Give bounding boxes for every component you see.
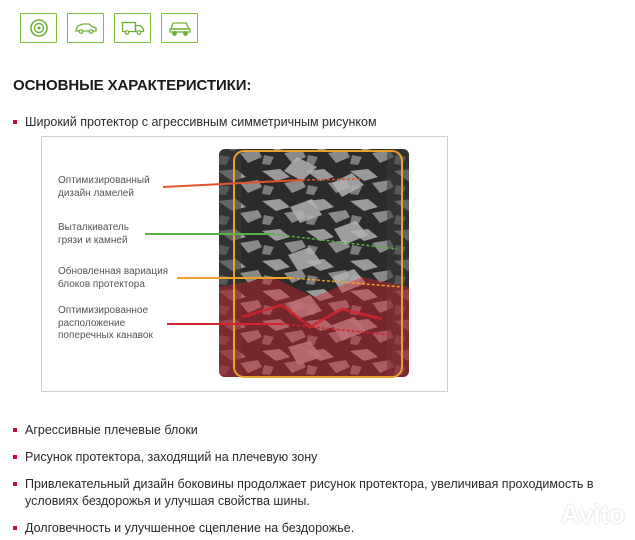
- tyre-category-button[interactable]: [20, 13, 57, 43]
- feature-bullet: Агрессивные плечевые блоки: [13, 422, 198, 439]
- car-category-button[interactable]: [67, 13, 104, 43]
- section-title: ОСНОВНЫЕ ХАРАКТЕРИСТИКИ:: [13, 77, 252, 94]
- tyre-tread-illustration: Оптимизированный дизайн ламелей Выталкив…: [41, 136, 448, 392]
- tyre-label-sipes: Оптимизированный дизайн ламелей: [58, 175, 150, 199]
- feature-bullet: Долговечность и улучшенное сцепление на …: [13, 520, 354, 537]
- feature-bullet: Рисунок протектора, заходящий на плечеву…: [13, 449, 317, 466]
- tyre-label-grooves: Оптимизированное расположение поперечных…: [58, 305, 153, 341]
- car-icon: [74, 23, 97, 34]
- avito-watermark-text: Avito: [560, 499, 625, 529]
- tyre-label-tread-blocks: Обновленная вариация блоков протектора: [58, 266, 169, 290]
- suv-category-button[interactable]: [161, 13, 198, 43]
- truck-icon: [121, 21, 144, 35]
- avito-watermark: Avito: [531, 499, 625, 530]
- category-icon-row: [20, 13, 198, 43]
- tyre-icon: [29, 19, 48, 37]
- suv-icon: [168, 22, 191, 36]
- feature-bullet: Привлекательный дизайн боковины продолжа…: [13, 476, 623, 510]
- truck-category-button[interactable]: [114, 13, 151, 43]
- tyre-tread-image: [145, 149, 409, 378]
- avito-logo-icon: [532, 504, 554, 525]
- feature-bullet: Широкий протектор с агрессивным симметри…: [13, 114, 377, 131]
- tyre-label-stone-ejector: Выталкиватель грязи и камней: [58, 222, 129, 246]
